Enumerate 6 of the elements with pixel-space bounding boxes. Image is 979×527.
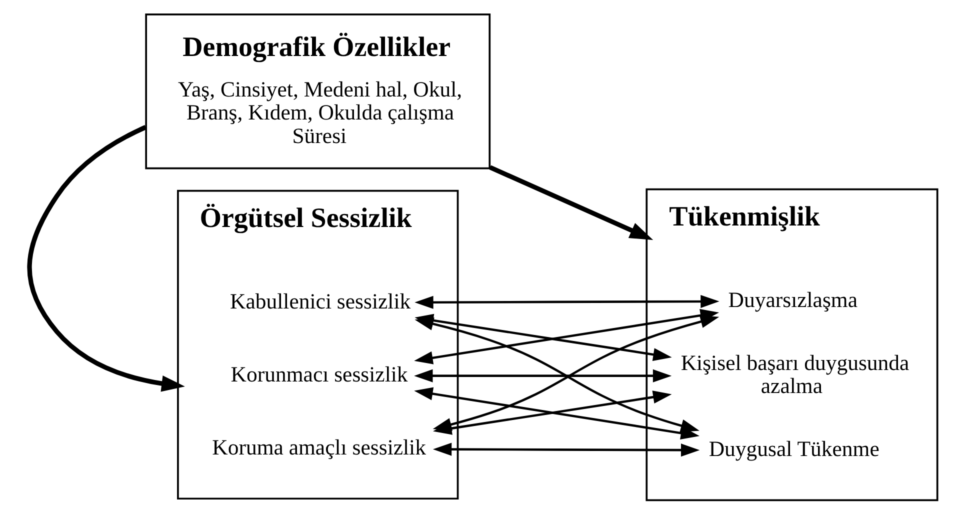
node-text: Duygusal Tükenme [708, 437, 880, 462]
node-text: Koruma amaçlı sessizlik [212, 436, 426, 460]
node-text: Kişisel başarı duygusunda azalma [680, 350, 910, 398]
node-text: Kabullenici sessizlik [230, 290, 411, 314]
node-text: Korunmacı sessizlik [230, 362, 408, 387]
node-text: Duyarsızlaşma [728, 288, 858, 312]
